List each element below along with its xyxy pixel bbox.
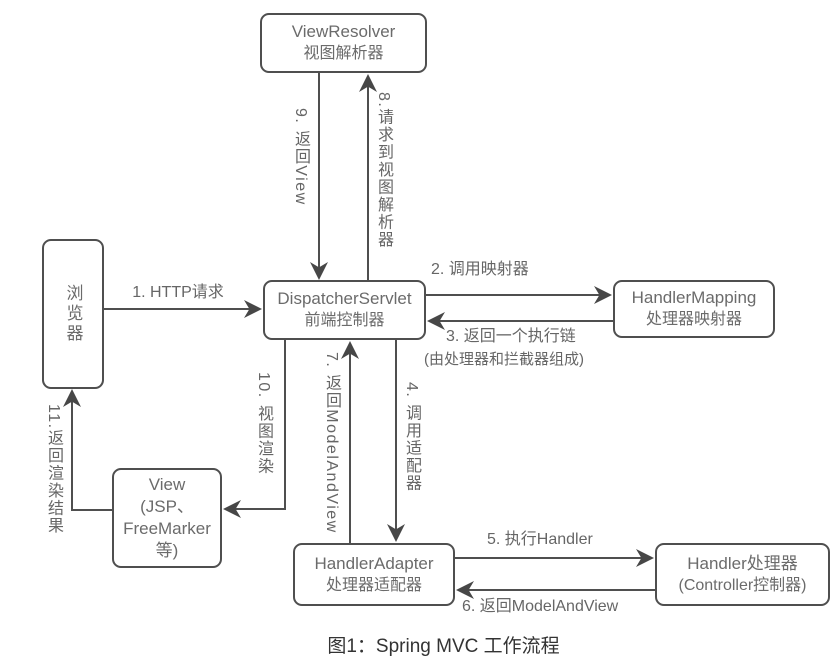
label-step-11: 11.返回渲染结果 [45, 404, 62, 535]
arrow-line-11-horizontal [71, 509, 112, 511]
box-view-line1: View [148, 475, 186, 494]
arrow-line-1 [104, 308, 252, 310]
arrow-line-5 [455, 557, 642, 559]
label-step-8: 8.请求到视图解析器 [375, 92, 392, 249]
box-handler-adapter-title: HandlerAdapter [314, 553, 434, 573]
label-step-7: 7. 返回ModelAndView [323, 352, 340, 534]
label-step-1: 1. HTTP请求 [132, 284, 224, 301]
arrow-line-10-horizontal [234, 508, 286, 510]
label-step-4: 4. 调用适配器 [403, 382, 420, 492]
box-view-resolver-subtitle: 视图解析器 [303, 45, 384, 62]
box-handler-subtitle: (Controller控制器) [678, 576, 807, 594]
box-dispatcher-servlet-subtitle: 前端控制器 [304, 312, 385, 329]
box-handler-mapping: HandlerMapping 处理器映射器 [613, 280, 775, 338]
box-view-line4: 等) [155, 541, 179, 560]
box-browser: 浏览器 [42, 239, 104, 389]
box-handler-mapping-subtitle: 处理器映射器 [645, 311, 742, 328]
box-view-resolver-title: ViewResolver [291, 22, 396, 41]
box-view-line2: (JSP、 [140, 497, 194, 516]
label-step-10: 10. 视图渲染 [255, 372, 272, 475]
arrow-line-4 [395, 340, 397, 532]
label-step-5: 5. 执行Handler [487, 531, 593, 548]
label-step-3-note: (由处理器和拦截器组成) [424, 351, 584, 368]
arrow-line-11-vertical [71, 400, 73, 511]
arrow-line-8 [367, 86, 369, 280]
box-browser-label: 浏览器 [63, 284, 83, 344]
arrow-line-2 [426, 294, 600, 296]
arrow-line-7 [349, 352, 351, 543]
arrow-line-6 [468, 589, 655, 591]
label-step-6: 6. 返回ModelAndView [462, 598, 619, 615]
box-handler-title: Handler处理器 [687, 553, 798, 573]
box-handler-adapter: HandlerAdapter 处理器适配器 [293, 543, 455, 606]
arrow-line-3 [439, 320, 613, 322]
label-step-9: 9. 返回View [292, 108, 309, 206]
box-handler-mapping-title: HandlerMapping [631, 288, 757, 307]
box-dispatcher-servlet: DispatcherServlet 前端控制器 [263, 280, 426, 340]
box-view: View (JSP、 FreeMarker 等) [112, 468, 222, 568]
arrow-line-10-vertical [284, 340, 286, 510]
box-dispatcher-servlet-title: DispatcherServlet [277, 289, 412, 308]
box-handler-adapter-subtitle: 处理器适配器 [325, 576, 422, 594]
box-handler: Handler处理器 (Controller控制器) [655, 543, 830, 606]
label-step-3: 3. 返回一个执行链 [446, 328, 576, 345]
box-view-resolver: ViewResolver 视图解析器 [260, 13, 427, 73]
box-view-line3: FreeMarker [123, 519, 211, 538]
figure-caption: 图1：Spring MVC 工作流程 [327, 636, 560, 657]
label-step-2: 2. 调用映射器 [431, 261, 529, 278]
arrow-line-9 [318, 73, 320, 270]
